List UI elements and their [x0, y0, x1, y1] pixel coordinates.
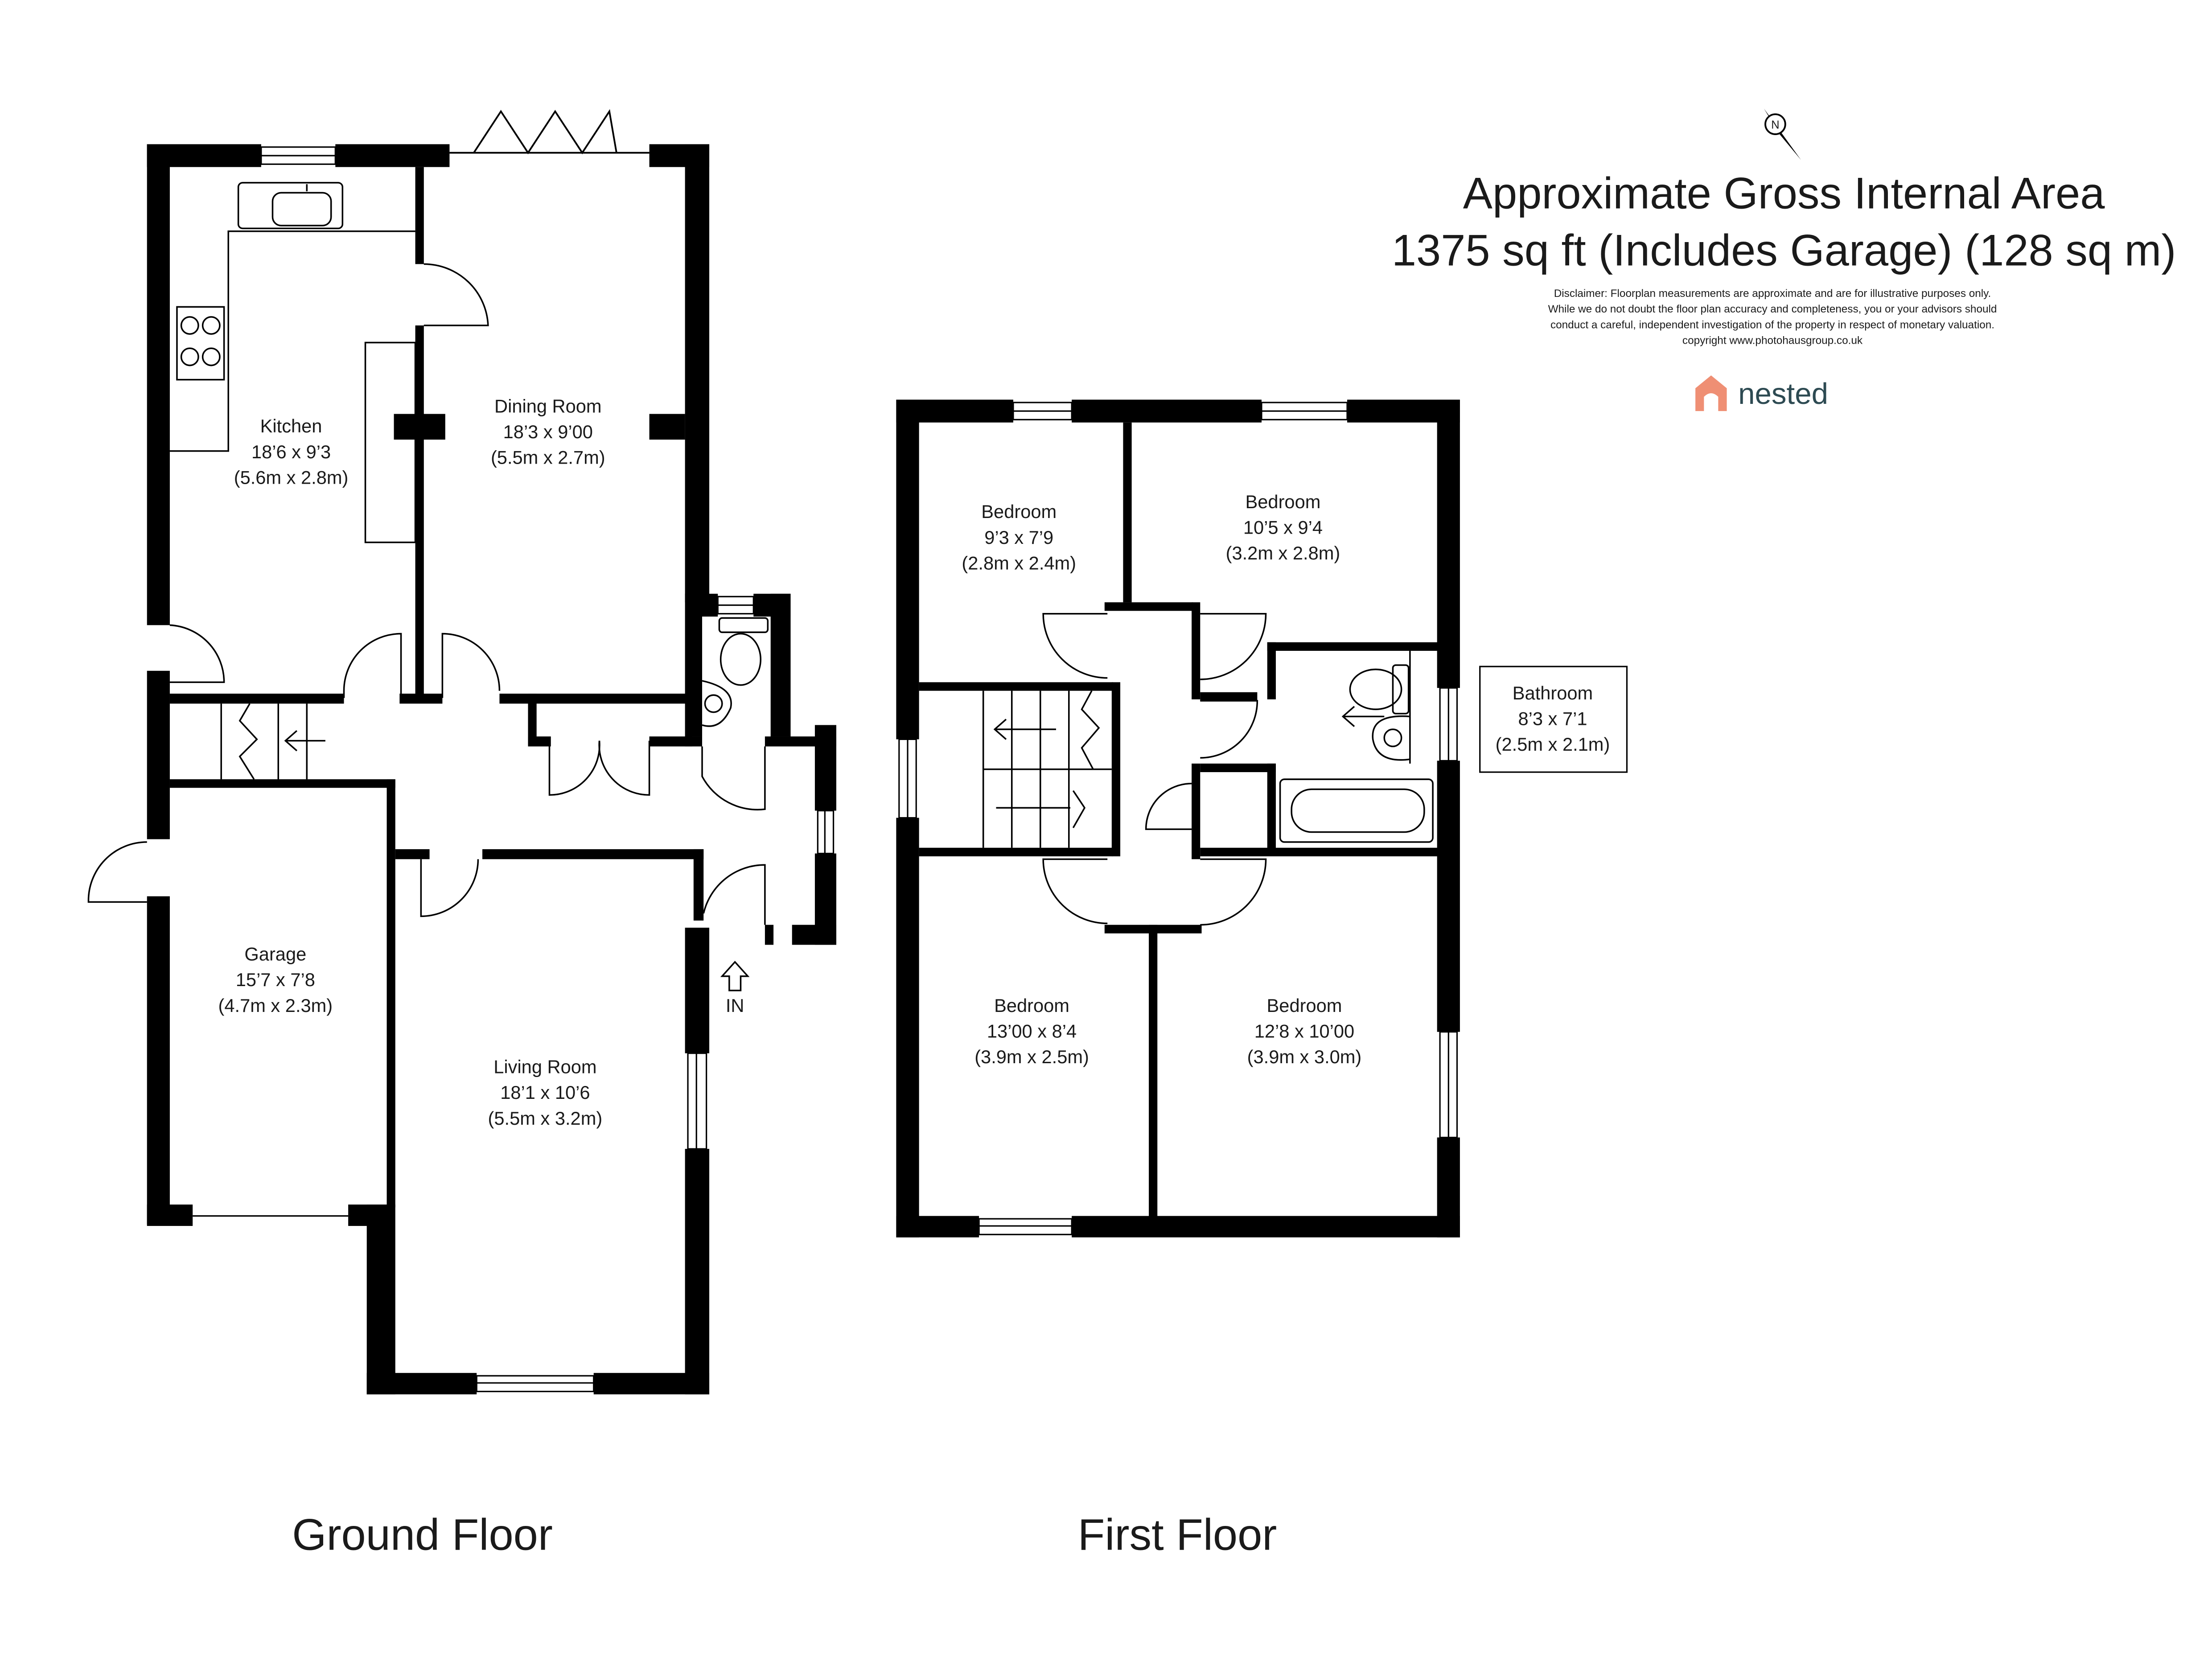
room-dimensions: 18’3 x 9’00 — [503, 421, 593, 442]
disclaimer-line-4: copyright www.photohausgroup.co.uk — [1682, 335, 1863, 347]
room-name: Kitchen — [260, 415, 322, 436]
room-name: Garage — [244, 944, 306, 965]
room-bedroom-b: Bedroom 10’5 x 9’4 (3.2m x 2.8m) — [1226, 491, 1340, 563]
room-name: Bathroom — [1513, 683, 1593, 703]
disclaimer-line-1: Disclaimer: Floorplan measurements are a… — [1554, 288, 1991, 300]
room-dimensions-metric: (3.9m x 2.5m) — [974, 1046, 1089, 1067]
room-dimensions-metric: (5.5m x 2.7m) — [491, 447, 605, 468]
room-dimensions-metric: (3.9m x 3.0m) — [1247, 1046, 1362, 1067]
area-subtitle: 1375 sq ft (Includes Garage) (128 sq m) — [1392, 226, 2176, 275]
room-name: Bedroom — [1267, 995, 1342, 1016]
room-name: Bedroom — [994, 995, 1069, 1016]
nested-logo: nested — [1695, 375, 1828, 411]
toilet-icon — [720, 633, 762, 686]
ground-floor-doors — [87, 263, 766, 925]
room-bedroom-c: Bedroom 13’00 x 8’4 (3.9m x 2.5m) — [974, 995, 1089, 1067]
room-dimensions-metric: (4.7m x 2.3m) — [218, 995, 333, 1016]
kitchen-fixtures — [169, 182, 416, 543]
area-title: Approximate Gross Internal Area — [1463, 169, 2105, 218]
ground-stairs — [220, 703, 325, 780]
bathroom-fixtures — [1279, 664, 1434, 843]
first-floor-doors — [1042, 613, 1411, 926]
room-bedroom-d: Bedroom 12’8 x 10’00 (3.9m x 3.0m) — [1247, 995, 1362, 1067]
first-floor-walls — [896, 399, 1460, 1238]
first-floor-label: First Floor — [1078, 1510, 1277, 1560]
sink-icon — [237, 182, 344, 230]
toilet-icon — [1349, 668, 1402, 710]
brand-name: nested — [1738, 377, 1828, 411]
room-dimensions-metric: (5.5m x 3.2m) — [488, 1108, 603, 1129]
room-dimensions: 13’00 x 8’4 — [987, 1020, 1077, 1041]
basin-icon — [702, 680, 732, 727]
room-dimensions: 8’3 x 7’1 — [1518, 708, 1587, 729]
first-floor-windows — [898, 402, 1458, 1235]
basin-icon — [1372, 715, 1410, 761]
compass-letter: N — [1771, 119, 1780, 131]
room-dimensions: 18’1 x 10’6 — [500, 1082, 590, 1103]
bath-icon — [1279, 778, 1434, 843]
toilet-cistern — [718, 617, 769, 633]
room-living: Living Room 18’1 x 10’6 (5.5m x 3.2m) — [488, 1057, 603, 1129]
wc-fixtures — [702, 617, 769, 727]
room-dimensions: 10’5 x 9’4 — [1243, 517, 1323, 538]
first-stairs — [982, 690, 1112, 848]
hob-icon — [176, 306, 225, 381]
ground-floor-walls — [147, 144, 836, 1394]
room-dimensions: 15’7 x 7’8 — [236, 969, 315, 990]
room-dining: Dining Room 18’3 x 9’00 (5.5m x 2.7m) — [491, 395, 605, 468]
room-dimensions-metric: (5.6m x 2.8m) — [234, 467, 349, 488]
disclaimer-line-3: conduct a careful, independent investiga… — [1550, 319, 1994, 331]
room-bathroom: Bathroom 8’3 x 7’1 (2.5m x 2.1m) — [1496, 683, 1610, 755]
worktop-island — [364, 341, 416, 543]
compass-icon: N — [1764, 108, 1801, 160]
room-dimensions-metric: (2.5m x 2.1m) — [1496, 734, 1610, 755]
room-name: Living Room — [493, 1057, 596, 1077]
first-floor-plan: Bedroom 9’3 x 7’9 (2.8m x 2.4m) Bedroom … — [896, 399, 1628, 1560]
room-garage: Garage 15’7 x 7’8 (4.7m x 2.3m) — [218, 944, 333, 1016]
room-dimensions-metric: (2.8m x 2.4m) — [962, 552, 1076, 573]
ground-floor-windows — [193, 146, 835, 1393]
room-name: Bedroom — [1246, 491, 1321, 512]
room-name: Bedroom — [981, 501, 1057, 522]
room-name: Dining Room — [494, 395, 602, 416]
room-kitchen: Kitchen 18’6 x 9’3 (5.6m x 2.8m) — [234, 415, 349, 488]
bifold-door — [449, 109, 650, 155]
room-bedroom-a: Bedroom 9’3 x 7’9 (2.8m x 2.4m) — [962, 501, 1076, 573]
toilet-cistern — [1392, 664, 1410, 715]
house-icon — [1695, 375, 1727, 411]
room-dimensions: 12’8 x 10’00 — [1254, 1020, 1354, 1041]
room-dimensions: 9’3 x 7’9 — [984, 527, 1053, 548]
disclaimer-line-2: While we do not doubt the floor plan acc… — [1548, 303, 1997, 315]
entrance-arrow-icon — [720, 961, 750, 991]
room-dimensions-metric: (3.2m x 2.8m) — [1226, 543, 1340, 563]
ground-floor-label: Ground Floor — [292, 1510, 553, 1560]
bathroom-callout-box — [1479, 666, 1628, 773]
ground-floor-plan: IN Kitchen 18’6 x 9’3 (5.6m x 2.8m) Dini… — [87, 109, 836, 1560]
entrance-label: IN — [726, 995, 744, 1016]
room-dimensions: 18’6 x 9’3 — [251, 441, 331, 462]
